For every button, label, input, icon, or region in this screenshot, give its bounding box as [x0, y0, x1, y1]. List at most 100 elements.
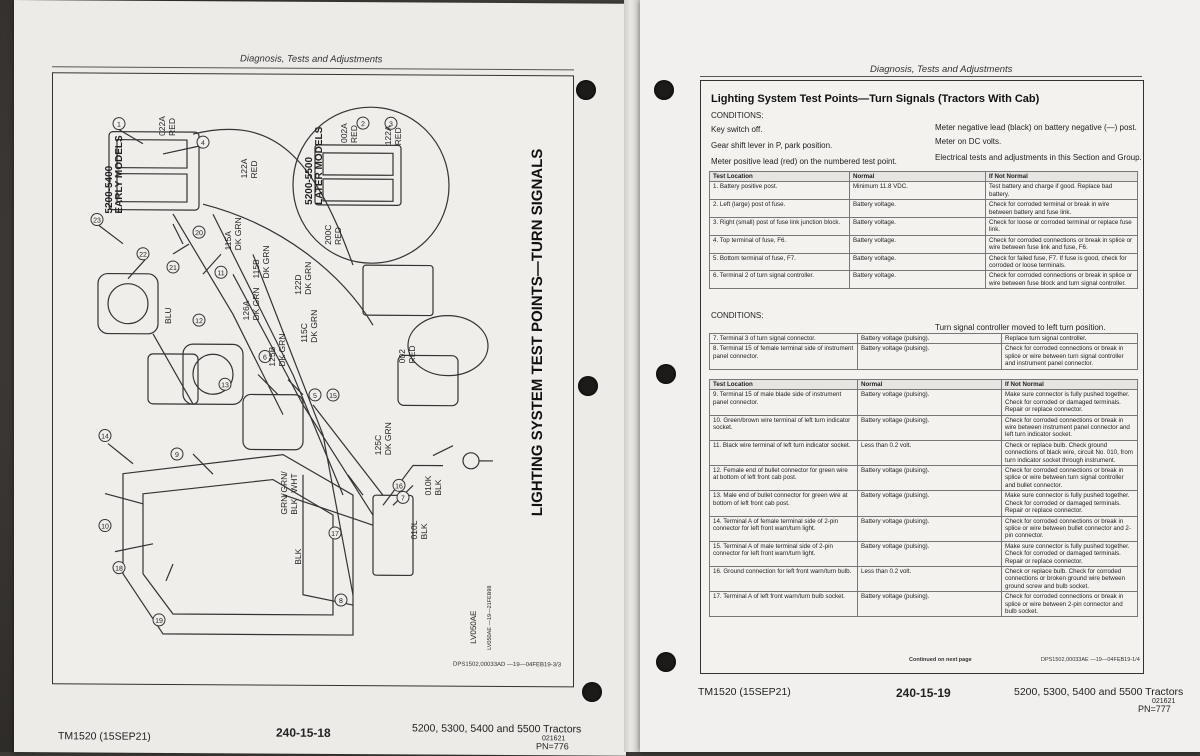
left-footer-models: 5200, 5300, 5400 and 5500 Tractors: [412, 722, 582, 736]
table-cell: Less than 0.2 volt.: [857, 439, 1002, 467]
wire-label-115b: 115B DK GRN: [251, 245, 271, 279]
table-cell: Check for corroded connections or break …: [1001, 591, 1138, 618]
right-footer-pn: PN=777: [1138, 704, 1171, 714]
svg-text:3: 3: [389, 121, 393, 128]
binder-hole-top: [576, 80, 596, 100]
table-cell: 7. Terminal 3 of turn signal connector.: [709, 332, 858, 345]
svg-text:15: 15: [329, 393, 337, 400]
table-cell: Check for corroded connections or break …: [1001, 465, 1138, 492]
svg-text:13: 13: [221, 382, 229, 389]
table-cell: Check for corroded connections or break …: [1001, 343, 1138, 370]
col-test-location: Test Location: [709, 378, 858, 391]
table-row: 10. Green/brown wire terminal of left tu…: [709, 414, 1138, 441]
table-cell: Battery voltage (pulsing).: [857, 515, 1002, 542]
test-table-2: 7. Terminal 3 of turn signal connector.B…: [709, 332, 1138, 370]
table-cell: Battery voltage.: [849, 199, 986, 219]
table-row: 17. Terminal A of left front warn/turn b…: [709, 591, 1138, 618]
svg-text:23: 23: [93, 217, 101, 224]
test-table-3: Test Location Normal If Not Normal 9. Te…: [709, 378, 1138, 618]
table-cell: 6. Terminal 2 of turn signal controller.: [709, 270, 850, 290]
table-cell: Battery voltage (pulsing).: [857, 490, 1002, 517]
svg-text:6: 6: [263, 355, 267, 362]
condition-2: Gear shift lever in P, park position.: [711, 141, 833, 150]
table-row: 14. Terminal A of female terminal side o…: [709, 515, 1138, 542]
instrument-console: [122, 454, 354, 636]
svg-text:22: 22: [139, 252, 147, 259]
table-cell: Minimum 11.8 VDC.: [849, 181, 986, 201]
col-if-not-normal: If Not Normal: [985, 170, 1138, 183]
callout-12: 14: [98, 429, 112, 443]
table-cell: Battery voltage.: [849, 252, 986, 272]
conditions-2-label: CONDITIONS:: [711, 311, 764, 320]
right-footer-models: 5200, 5300, 5400 and 5500 Tractors: [1014, 686, 1184, 698]
left-doc-ref: DPS1502,00033AD —19—04FEB19-3/3: [453, 661, 562, 669]
callout-18: 7: [396, 490, 410, 504]
wire-label-010k: 010K BLK: [423, 475, 443, 496]
socket-housing: [147, 353, 199, 405]
table-cell: Battery voltage (pulsing).: [857, 465, 1002, 492]
ground-symbol: [462, 452, 480, 470]
page-stack-edge: [624, 0, 640, 752]
svg-text:20: 20: [195, 230, 203, 237]
callout-13: 6: [258, 350, 272, 364]
table-cell: Check or replace bulb. Check ground conn…: [1001, 439, 1138, 467]
left-footer-page: 240-15-18: [276, 725, 331, 740]
conditions-label: CONDITIONS:: [711, 111, 764, 120]
left-footer-pn: PN=776: [536, 741, 569, 752]
callout-11: 13: [218, 377, 232, 391]
figure-code: LV050AE: [469, 610, 478, 644]
conditions-2-text: Turn signal controller moved to left tur…: [935, 323, 1106, 332]
table-row: 8. Terminal 15 of female terminal side o…: [709, 343, 1138, 370]
callout-2: 4: [196, 135, 210, 149]
svg-text:17: 17: [331, 531, 339, 538]
wire-label-125b: 125B DK GRN: [267, 333, 287, 367]
table-cell: Test battery and charge if good. Replace…: [985, 181, 1138, 201]
table-cell: Battery voltage (pulsing).: [857, 332, 1002, 345]
callout-22: 18: [112, 561, 126, 575]
left-footer-manual: TM1520 (15SEP21): [58, 730, 151, 743]
callout-16: 9: [170, 447, 184, 461]
test-points-frame: Lighting System Test Points—Turn Signals…: [700, 80, 1144, 674]
condition-1: Key switch off.: [711, 125, 763, 134]
table-cell: Battery voltage (pulsing).: [857, 540, 1002, 567]
right-footer-page: 240-15-19: [896, 686, 951, 700]
table-row: 7. Terminal 3 of turn signal connector.B…: [709, 332, 1138, 345]
table-cell: Make sure connector is fully pushed toge…: [1001, 389, 1138, 416]
later-models-label: 5200-5500 LATER MODELS: [304, 126, 325, 205]
table-cell: 5. Bottom terminal of fuse, F7.: [709, 252, 850, 272]
turn-signal-wiring-diagram: 1 4 3 2 23 22 21 20 12 11 13 14 6 5 15 9…: [90, 106, 493, 636]
condition-5: Meter on DC volts.: [935, 137, 1002, 146]
wire-label-200c: 200C RED: [323, 224, 343, 246]
right-footer-manual: TM1520 (15SEP21): [698, 686, 791, 698]
callout-21: 10: [98, 519, 112, 533]
table-row: 13. Male end of bullet connector for gre…: [709, 490, 1138, 517]
table-header-row: Test Location Normal If Not Normal: [709, 170, 1138, 183]
wiring-diagram-frame: 1 4 3 2 23 22 21 20 12 11 13 14 6 5 15 9…: [52, 72, 574, 688]
table-row: 4. Top terminal of fuse, F6.Battery volt…: [709, 234, 1138, 254]
svg-text:2: 2: [361, 121, 365, 128]
svg-text:11: 11: [217, 270, 224, 277]
svg-text:14: 14: [101, 434, 109, 441]
wire-label-125c: 125C DK GRN: [373, 422, 393, 456]
section-title: Lighting System Test Points—Turn Signals…: [711, 93, 1040, 105]
table-row: 5. Bottom terminal of fuse, F7.Battery v…: [709, 252, 1138, 272]
callout-5: 23: [90, 213, 104, 227]
right-page-header: Diagnosis, Tests and Adjustments: [870, 64, 1013, 75]
right-doc-ref: DPS1502,00033AE —19—04FEB19-1/4: [1041, 657, 1140, 663]
callout-3: 3: [384, 116, 398, 130]
binder-hole-top-right: [654, 80, 674, 100]
callout-6: 22: [136, 247, 150, 261]
binder-hole-bottom: [582, 682, 602, 702]
callout-4: 2: [356, 116, 370, 130]
instrument-panel-connector: [372, 494, 414, 577]
table-row: 12. Female end of bullet connector for g…: [709, 465, 1138, 492]
table-cell: Less than 0.2 volt.: [857, 565, 1002, 593]
table-cell: Battery voltage (pulsing).: [857, 414, 1002, 441]
header-rule: [52, 66, 574, 71]
table-cell: Battery voltage (pulsing).: [857, 591, 1002, 618]
table-cell: Battery voltage.: [849, 234, 986, 254]
wire-label-blu: BLU: [163, 307, 173, 324]
callout-1: 1: [112, 117, 126, 131]
callout-7: 21: [166, 260, 180, 274]
table-cell: 1. Battery positive post.: [709, 181, 850, 201]
